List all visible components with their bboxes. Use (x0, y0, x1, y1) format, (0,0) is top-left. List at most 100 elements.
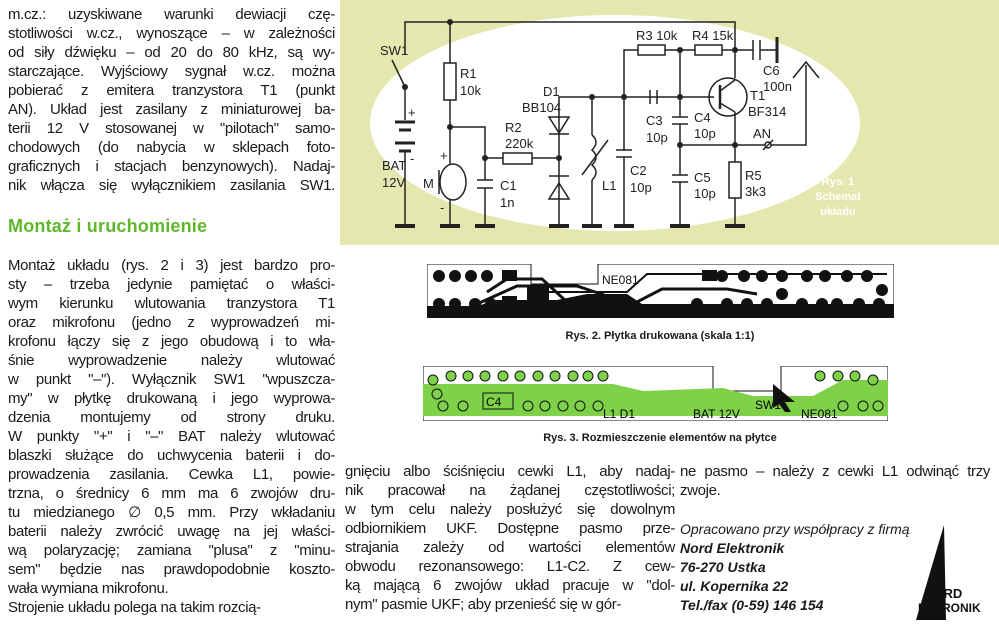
label-bat-voltage: 12V (382, 175, 405, 190)
text-line: w tym celu należy posłużyć się dowolnym (345, 501, 675, 518)
text-line: m.cz.: uzyskiwane warunki dewiacji czę- (8, 6, 335, 23)
pcb-label-l1-d1: L1 D1 (603, 407, 635, 421)
label-bat: BAT (382, 158, 406, 173)
text-line: dzenia montujemy od strony druku. (8, 409, 335, 426)
credits-block: Opracowano przy współpracy z firmą Nord … (680, 520, 910, 615)
label-bat-minus: - (410, 151, 414, 166)
label-mic-plus: + (440, 148, 448, 163)
svg-text:EKTRONIK: EKTRONIK (918, 601, 981, 615)
fig1-caption-line: Rys. 1 (822, 176, 854, 188)
pcb-pad (832, 370, 844, 382)
pcb-pad (853, 298, 865, 310)
pcb-pad (776, 270, 788, 282)
pcb-pad (469, 298, 481, 310)
pcb-label-c4: C4 (486, 395, 502, 409)
pcb-pad (431, 388, 443, 400)
pcb-pad (738, 270, 750, 282)
label-c2: C2 (630, 163, 647, 178)
credits-phone: Tel./fax (0-59) 146 154 (680, 597, 824, 613)
component-layout-figure: C4 L1 D1 BAT 12V SW1 NE081 (423, 366, 888, 421)
pcb-pad (539, 400, 551, 412)
fig2-caption: Rys. 2. Płytka drukowana (skala 1:1) (565, 330, 755, 342)
label-t1-value: BF314 (748, 104, 786, 119)
pcb-label-ne081: NE081 (801, 407, 838, 421)
label-r5-value: 3k3 (745, 184, 766, 199)
text-line: tu miedzianego ∅ 0,5 mm. Przy wkładaniu (8, 504, 335, 521)
label-m: M (423, 176, 434, 191)
text-line: pobierać z emitera tranzystora T1 (punkt (8, 82, 335, 99)
text-line: zwoje. (680, 482, 721, 499)
pcb-pad (831, 298, 843, 310)
pcb-pad (465, 270, 477, 282)
label-l1: L1 (602, 178, 616, 193)
text-line: baterii należy zwrócić uwagę na jej właś… (8, 523, 335, 540)
pcb-pad (522, 400, 534, 412)
text-line: wym kierunku wlutowania tranzystora T1 (8, 295, 335, 312)
label-c6-value: 100n (763, 79, 792, 94)
text-line: blaszki służące do uchwycenia baterii i … (8, 447, 335, 464)
text-line: oraz mikrofonu (jedno z wyprowadzeń mi- (8, 314, 335, 331)
fig1-caption-line: układu (820, 206, 855, 218)
label-c4-value: 10p (694, 126, 716, 141)
pcb-pad (761, 298, 773, 310)
label-mic-minus: - (440, 200, 444, 215)
fig3-caption: Rys. 3. Rozmieszczenie elementów na płyt… (543, 432, 777, 444)
credits-intro: Opracowano przy współpracy z firmą (680, 521, 910, 537)
pcb-pad (776, 288, 788, 300)
svg-text:NORD: NORD (924, 586, 962, 601)
article-column-2: gnięciu albo ściśnięciu cewki L1, aby na… (345, 462, 675, 614)
pcb-pad (837, 400, 849, 412)
text-line: śnie wyprowadzenie należy wlutować (8, 352, 335, 369)
pcb-pad (716, 270, 728, 282)
pcb-pad (873, 298, 885, 310)
pcb-pad (532, 370, 544, 382)
pcb-pad (433, 298, 445, 310)
pcb-pad (741, 298, 753, 310)
label-c3-value: 10p (646, 130, 668, 145)
pcb-pad (872, 400, 884, 412)
text-line: terii 12 V stosowanej w "pilotach" samo- (8, 120, 335, 137)
label-d1: D1 (543, 84, 560, 99)
text-line: wą polaryzację; zamiana "plusa" z "minu- (8, 542, 335, 559)
label-c2-value: 10p (630, 180, 652, 195)
pcb-pad (445, 370, 457, 382)
article-column-1-bottom: Montaż układu (rys. 2 i 3) jest bardzo p… (8, 256, 335, 617)
label-t1: T1 (750, 88, 765, 103)
text-line: graficznych i stacjach benzynowych). Nad… (8, 158, 335, 175)
schematic-grounds (395, 224, 745, 228)
pcb-pad (549, 370, 561, 382)
pcb-pad (557, 400, 569, 412)
pcb-pad (497, 370, 509, 382)
text-line: obwodu rezonansowego: L1-C2. Z cew- (345, 558, 675, 575)
pcb-pad (876, 284, 888, 296)
text-line: W punkty "+" i "–" BAT należy wlutować (8, 428, 335, 445)
fig1-caption-line: Schemat (815, 191, 861, 203)
pcb-pad (756, 270, 768, 282)
pcb-pad (592, 400, 604, 412)
nord-elektronik-logo: NORD EKTRONIK (916, 525, 981, 620)
pcb-pad (691, 298, 703, 310)
text-line: sem" będzie nas prawdopodobnie koszto- (8, 561, 335, 578)
label-r2-value: 220k (505, 136, 534, 151)
text-line: my" w płytkę drukowaną i jego wyprowa- (8, 390, 335, 407)
pcb-pad (857, 400, 869, 412)
label-c5-value: 10p (694, 186, 716, 201)
text-line: sty – trzeba jedynie pamiętać o właści- (8, 276, 335, 293)
text-line: stotliwości w.cz., wynoszące – w zależno… (8, 25, 335, 42)
pcb-pad (597, 370, 609, 382)
pcb-pad (801, 270, 813, 282)
label-bat-plus: + (408, 105, 416, 120)
pcb-pad (582, 370, 594, 382)
text-line: Strojenie układu polega na takim rozcią- (8, 599, 261, 616)
pcb-label: NE081 (602, 273, 639, 287)
pcb-pad (481, 270, 493, 282)
pcb-pad (427, 374, 439, 386)
text-line: odbiornikiem UKF. Dostępne pasmo prze- (345, 520, 675, 537)
pcb-pad (462, 370, 474, 382)
pcb-pad (485, 298, 497, 310)
pcb-pad (433, 270, 445, 282)
schematic-figure: SW1 + - BAT 12V R1 10k + - M C1 1n R2 22… (340, 0, 999, 245)
text-line: w punkt "–"). Wyłącznik SW1 "wpuszcza- (8, 371, 335, 388)
text-line: nik włącza się wyłącznikiem zasilania SW… (8, 177, 335, 194)
text-line: ką mającą 6 zwojów układ pracuje w "dol- (345, 577, 675, 594)
